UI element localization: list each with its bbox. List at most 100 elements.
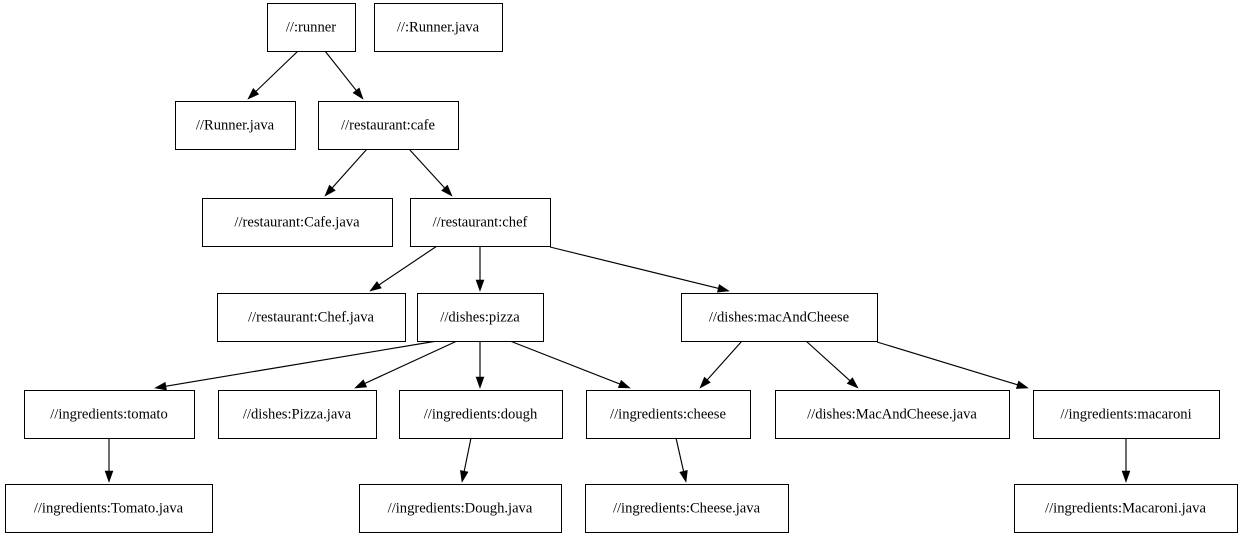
graph-edge	[1121, 438, 1131, 483]
node-label: //:Runner.java	[397, 19, 480, 35]
graph-node-restaurant_cafe[interactable]: //restaurant:cafe	[318, 101, 459, 150]
node-box[interactable]	[24, 390, 195, 439]
node-box[interactable]	[681, 293, 878, 342]
edge-line	[549, 246, 721, 290]
edge-line	[163, 340, 438, 388]
graph-node-chef_java[interactable]: //restaurant:Chef.java	[217, 293, 406, 342]
edge-line	[705, 340, 743, 382]
graph-node-tomato_java[interactable]: //ingredients:Tomato.java	[5, 484, 213, 533]
node-label: //ingredients:Tomato.java	[34, 500, 184, 516]
graph-node-pizza_java[interactable]: //dishes:Pizza.java	[218, 390, 377, 439]
node-label: //restaurant:chef	[433, 214, 528, 230]
graph-edge	[324, 148, 368, 197]
graph-node-dishes_mac[interactable]: //dishes:macAndCheese	[681, 293, 878, 342]
graph-edge	[324, 50, 364, 100]
node-label: //:runner	[286, 19, 336, 35]
graph-node-mac_java[interactable]: //dishes:MacAndCheese.java	[775, 390, 1010, 439]
node-box[interactable]	[1014, 484, 1238, 533]
node-box[interactable]	[218, 390, 377, 439]
node-label: //dishes:pizza	[440, 309, 520, 325]
node-label: //restaurant:Chef.java	[248, 309, 375, 325]
graph-node-dough_java[interactable]: //ingredients:Dough.java	[359, 484, 562, 533]
graph-edge	[408, 148, 453, 197]
edge-arrowhead-icon	[716, 284, 730, 293]
node-label: //restaurant:cafe	[341, 117, 435, 133]
node-label: //ingredients:dough	[424, 406, 538, 422]
edge-arrowhead-icon	[617, 379, 631, 389]
edge-arrowhead-icon	[679, 470, 688, 483]
edge-arrowhead-icon	[1121, 470, 1131, 483]
graph-node-ing_dough[interactable]: //ingredients:dough	[399, 390, 563, 439]
node-box[interactable]	[267, 3, 356, 52]
edge-arrowhead-icon	[354, 379, 368, 389]
edge-line	[876, 341, 1020, 386]
node-label: //ingredients:tomato	[50, 406, 168, 422]
node-label: //dishes:macAndCheese	[709, 309, 849, 325]
edge-arrowhead-icon	[324, 184, 336, 197]
edge-arrowhead-icon	[104, 470, 114, 483]
graph-node-ing_macaroni[interactable]: //ingredients:macaroni	[1033, 390, 1220, 439]
graph-edge	[475, 341, 485, 389]
edge-line	[324, 50, 358, 93]
edge-arrowhead-icon	[1015, 380, 1029, 389]
node-box[interactable]	[1033, 390, 1220, 439]
edge-line	[509, 340, 622, 386]
graph-edge	[354, 340, 458, 389]
graph-node-runner_java_root[interactable]: //:Runner.java	[374, 3, 503, 52]
node-box[interactable]	[417, 293, 544, 342]
node-label: //dishes:Pizza.java	[243, 406, 352, 422]
node-box[interactable]	[410, 198, 551, 247]
edge-line	[805, 340, 852, 383]
edge-line	[254, 50, 299, 94]
graph-edge	[475, 246, 485, 292]
graph-edge	[805, 340, 859, 389]
node-box[interactable]	[359, 484, 562, 533]
node-box[interactable]	[202, 198, 393, 247]
graph-edge	[549, 246, 730, 293]
edge-arrowhead-icon	[247, 88, 260, 100]
node-label: //ingredients:Dough.java	[388, 500, 533, 516]
node-box[interactable]	[5, 484, 213, 533]
node-box[interactable]	[175, 101, 296, 150]
node-label: //dishes:MacAndCheese.java	[807, 406, 977, 422]
graph-node-restaurant_chef[interactable]: //restaurant:chef	[410, 198, 551, 247]
edge-arrowhead-icon	[475, 376, 485, 389]
edge-line	[377, 245, 438, 287]
graph-node-cheese_java[interactable]: //ingredients:Cheese.java	[585, 484, 789, 533]
edge-line	[408, 148, 447, 190]
graph-edge	[460, 437, 472, 483]
graph-node-cafe_java[interactable]: //restaurant:Cafe.java	[202, 198, 393, 247]
graph-edge	[675, 437, 688, 483]
graph-node-runner_java[interactable]: //Runner.java	[175, 101, 296, 150]
graph-node-macaroni_java[interactable]: //ingredients:Macaroni.java	[1014, 484, 1238, 533]
node-label: //ingredients:cheese	[610, 406, 726, 422]
edge-line	[675, 437, 685, 474]
graph-node-ing_cheese[interactable]: //ingredients:cheese	[586, 390, 751, 439]
node-label: //restaurant:Cafe.java	[234, 214, 360, 230]
node-box[interactable]	[399, 390, 563, 439]
graph-edge	[104, 438, 114, 483]
graph-node-runner[interactable]: //:runner	[267, 3, 356, 52]
graph-edge	[247, 50, 299, 100]
graph-edge	[369, 245, 438, 292]
graph-edge	[876, 341, 1029, 389]
node-label: //ingredients:Macaroni.java	[1045, 500, 1206, 516]
node-label: //ingredients:Cheese.java	[613, 500, 761, 516]
node-box[interactable]	[586, 390, 751, 439]
node-box[interactable]	[775, 390, 1010, 439]
graph-edge	[699, 340, 743, 389]
node-label: //Runner.java	[196, 117, 275, 133]
node-box[interactable]	[585, 484, 789, 533]
edge-arrowhead-icon	[352, 87, 364, 100]
edge-arrowhead-icon	[369, 281, 382, 292]
graph-node-dishes_pizza[interactable]: //dishes:pizza	[417, 293, 544, 342]
edge-arrowhead-icon	[846, 377, 859, 389]
node-box[interactable]	[217, 293, 406, 342]
node-box[interactable]	[318, 101, 459, 150]
edge-line	[362, 340, 458, 385]
graph-node-ing_tomato[interactable]: //ingredients:tomato	[24, 390, 195, 439]
edge-line	[330, 148, 368, 190]
node-box[interactable]	[374, 3, 503, 52]
